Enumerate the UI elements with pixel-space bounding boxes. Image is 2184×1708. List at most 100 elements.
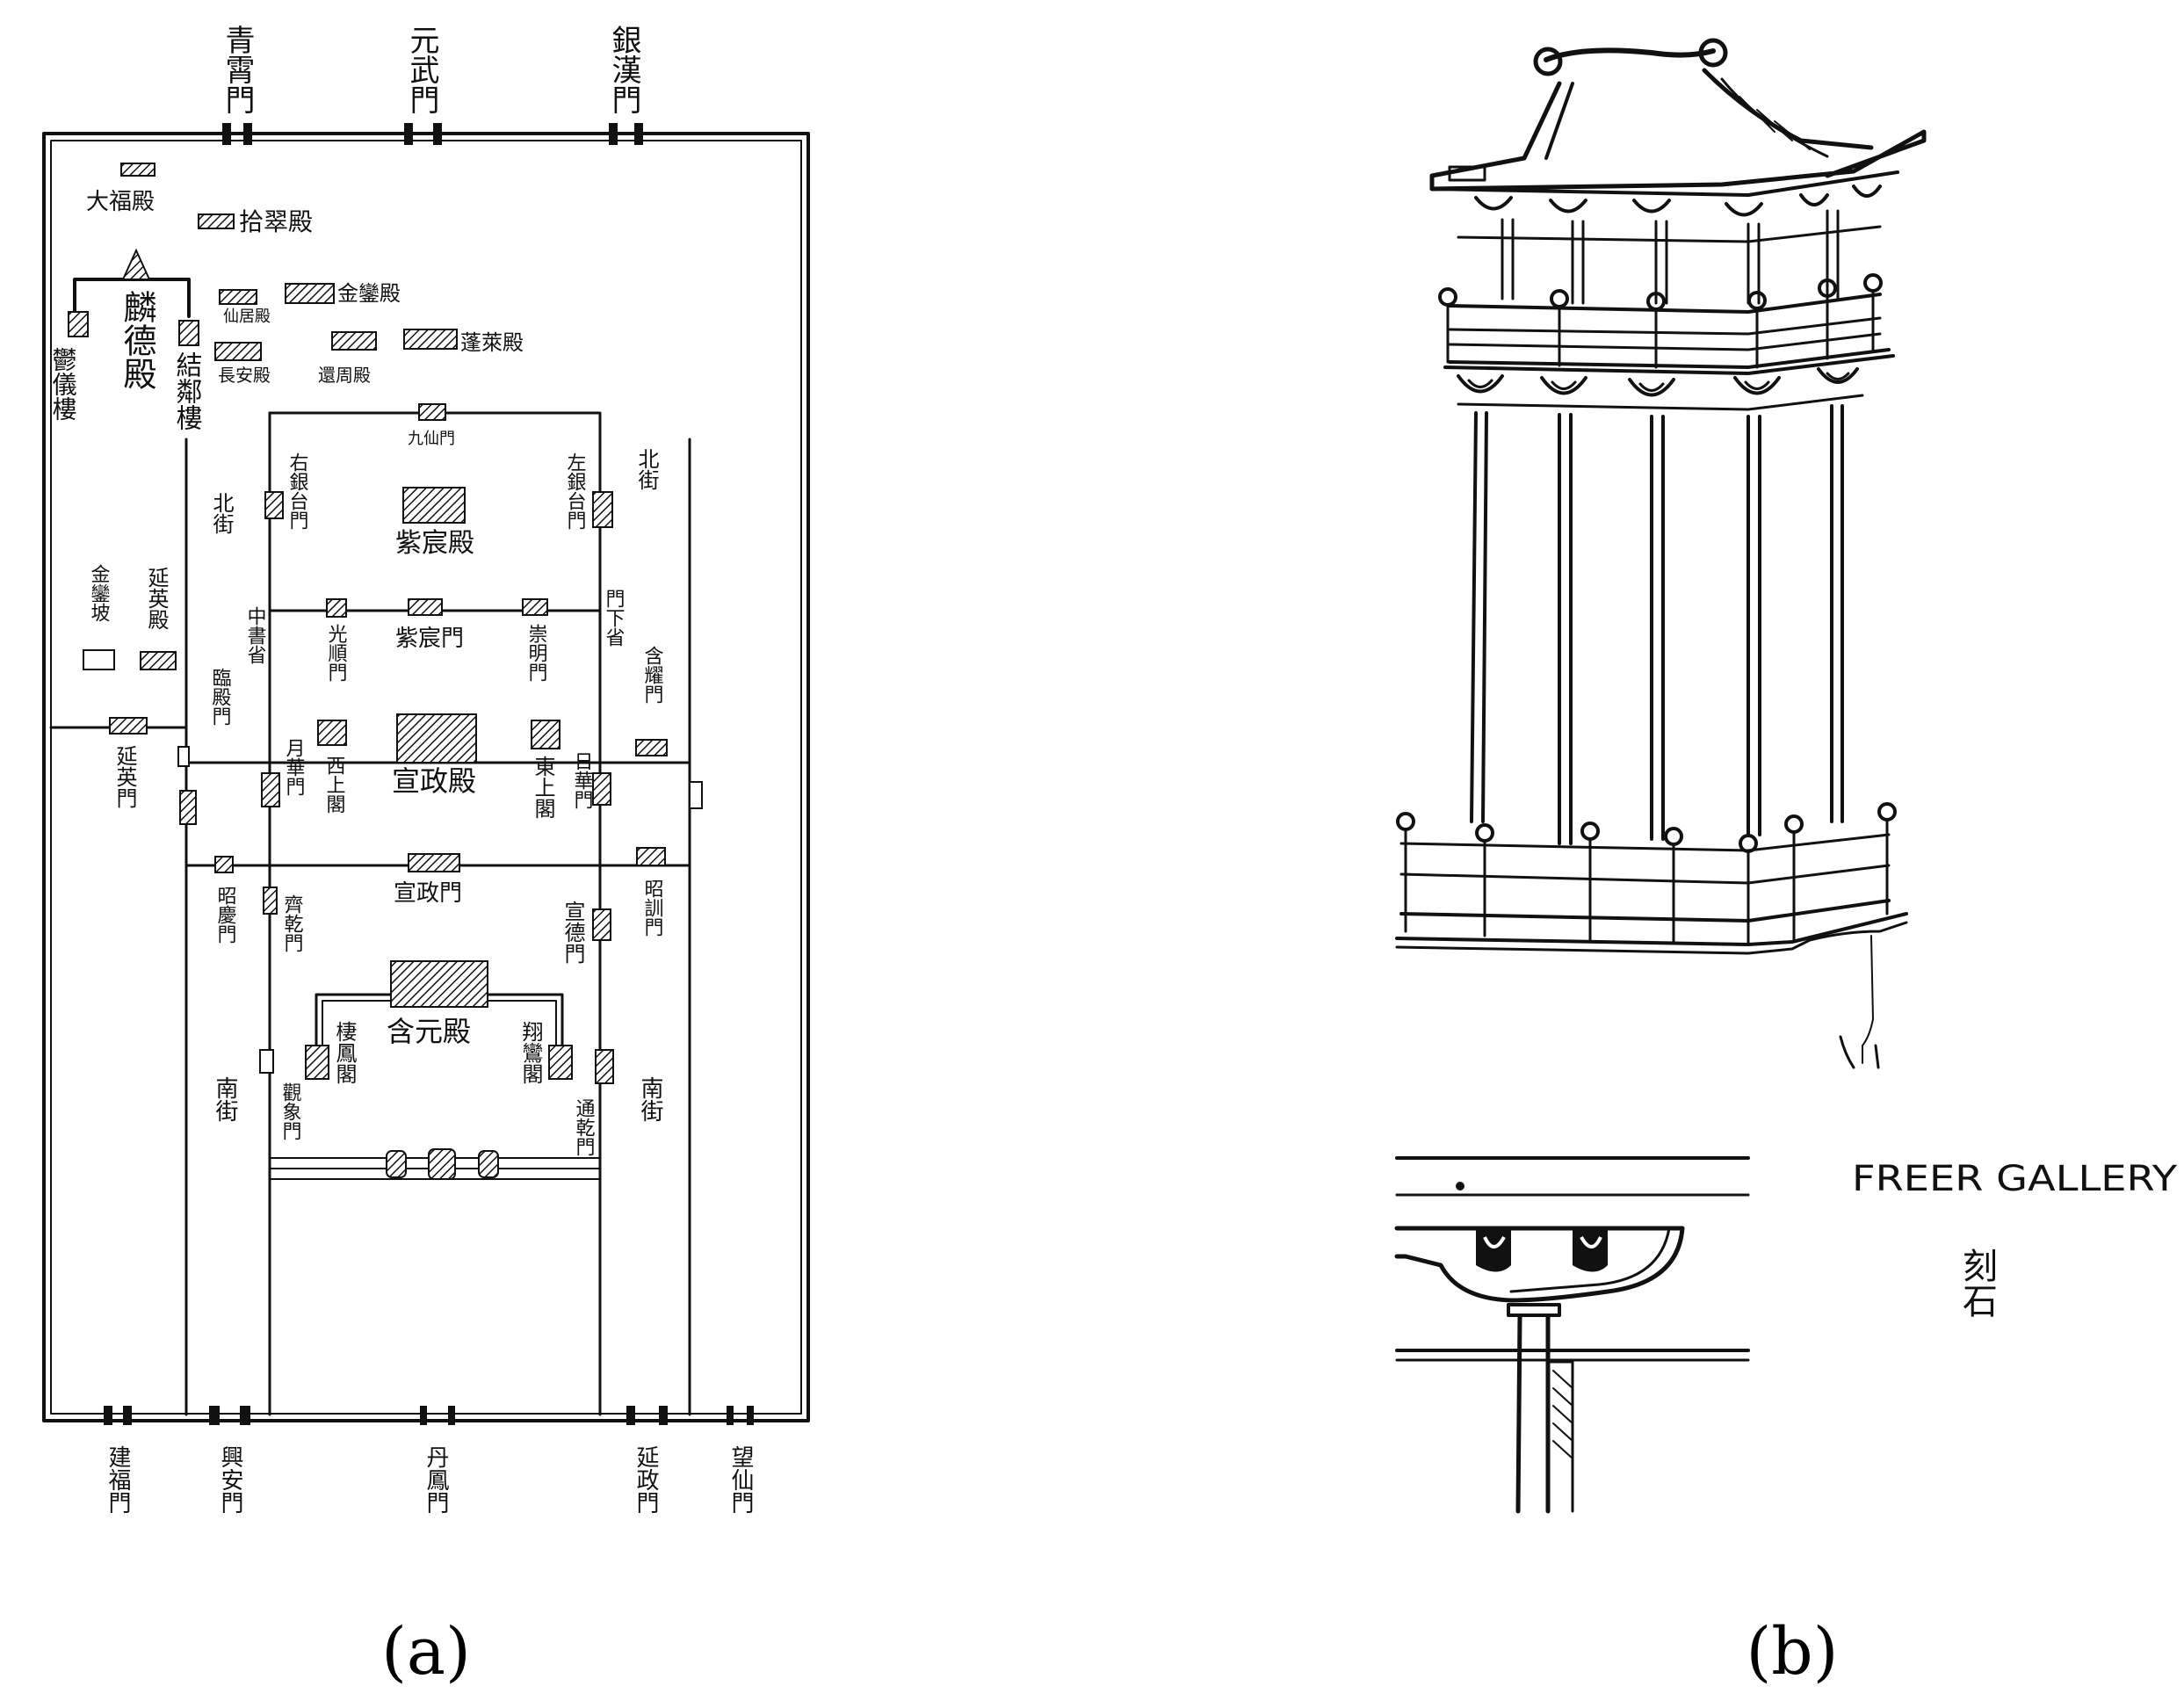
panel-a-plan: 青霄門 元武門 銀漢門 大福殿 拾翠殿 金鑾殿 仙居殿 蓬萊殿 還周殿 長安殿 … xyxy=(42,25,810,1690)
longwei-dao-1 xyxy=(386,1150,407,1178)
label-changan-dian: 長安殿 xyxy=(218,365,271,386)
upper-balustrade xyxy=(1438,273,1895,375)
zhaoqing-block xyxy=(214,856,234,873)
south-gate-markers xyxy=(104,1406,754,1425)
label-xishang-ge: 西上閣 xyxy=(323,756,345,814)
label-you-yintai-men: 右銀台門 xyxy=(286,452,309,530)
longwei-dao-2 xyxy=(428,1148,456,1180)
you-yintai-block xyxy=(264,491,284,519)
dafu-dian-block xyxy=(120,163,155,177)
label-nan-jie-west: 南街 xyxy=(212,1076,238,1122)
label-dafu-dian: 大福殿 xyxy=(86,189,155,215)
detail-inset xyxy=(1394,1156,1750,1514)
label-linde-dian: 麟德殿 xyxy=(118,290,156,390)
xuanzheng-men-block xyxy=(408,853,460,872)
label-rihua-men: 日華門 xyxy=(571,751,593,809)
qiqian-block xyxy=(263,887,278,915)
panel-b-sketch: FREER GALLERY 刻石 (b) xyxy=(1394,38,2178,1690)
label-qingxiao-men: 青霄門 xyxy=(220,25,255,114)
label-bei-jie-west: 北街 xyxy=(209,492,234,534)
dongshang-ge-block xyxy=(531,720,560,749)
yuehua-block xyxy=(261,772,280,807)
label-xiangluan-ge: 翔鸞閣 xyxy=(518,1021,543,1084)
label-zhaoxun-men: 昭訓門 xyxy=(641,879,664,937)
label-xingan-men: 興安門 xyxy=(217,1445,243,1514)
label-linzhu-men: 臨殿門 xyxy=(209,668,232,726)
label-hanyuan-dian: 含元殿 xyxy=(387,1015,471,1048)
buildings xyxy=(68,163,703,1180)
label-tongqian-men: 通乾門 xyxy=(573,1098,596,1156)
yanying-dian-block xyxy=(140,651,177,670)
label-penglai-dian: 蓬萊殿 xyxy=(460,330,524,355)
label-yanzheng-men: 延政門 xyxy=(633,1445,659,1514)
zuo-yintai-block xyxy=(592,491,613,528)
label-xuande-men: 宣德門 xyxy=(560,901,585,964)
label-jianfu-men: 建福門 xyxy=(105,1445,131,1514)
xianju-dian-block xyxy=(219,289,257,305)
label-hanyao-men: 含耀門 xyxy=(641,646,664,704)
label-zichen-dian: 紫宸殿 xyxy=(395,528,474,559)
xuande-block xyxy=(592,908,611,941)
label-chongming-men: 崇明門 xyxy=(525,624,547,682)
linde-dian-block xyxy=(121,248,151,280)
zhaoxun-block xyxy=(636,847,666,866)
label-dongshang-ge: 東上閣 xyxy=(531,756,555,819)
west-gate-small xyxy=(177,746,190,767)
label-wangxian-men: 望仙門 xyxy=(727,1445,754,1514)
label-jielin-lou: 結鄰樓 xyxy=(171,351,203,431)
guanxiang-block xyxy=(259,1049,274,1074)
label-zichen-men: 紫宸門 xyxy=(395,626,464,652)
huanzhou-dian-block xyxy=(331,331,377,351)
label-qiqian-men: 齊乾門 xyxy=(281,894,304,952)
xishang-ge-block xyxy=(317,720,347,746)
label-nan-jie-east: 南街 xyxy=(637,1076,663,1122)
label-yuanwu-men: 元武門 xyxy=(404,25,439,114)
label-jinluan-dian: 金鑾殿 xyxy=(337,281,401,306)
chongming-block xyxy=(522,598,548,616)
label-xuanzheng-men: 宣政門 xyxy=(394,880,462,907)
east-gate-small xyxy=(689,781,703,809)
xiangluan-ge-block xyxy=(548,1045,573,1080)
plan-labels: 青霄門 元武門 銀漢門 大福殿 拾翠殿 金鑾殿 仙居殿 蓬萊殿 還周殿 長安殿 … xyxy=(49,25,755,1514)
upper-brackets xyxy=(1430,170,1899,243)
label-guanxiang-men: 觀象門 xyxy=(279,1082,302,1140)
longwei-dao-3 xyxy=(478,1150,499,1178)
penglai-dian-block xyxy=(403,329,458,350)
label-huanzhou-dian: 還周殿 xyxy=(318,365,371,386)
caption-b: (b) xyxy=(1746,1614,1838,1690)
label-guangshun-men: 光順門 xyxy=(325,624,348,682)
label-qifeng-ge: 棲鳳閣 xyxy=(332,1021,357,1084)
caption-a: (a) xyxy=(381,1614,471,1690)
xuanzheng-dian-block xyxy=(396,713,477,764)
guangshun-block xyxy=(326,598,347,618)
qifeng-ge-block xyxy=(305,1045,329,1080)
jiuxian-men-block xyxy=(418,403,446,421)
west-wall-block xyxy=(179,790,197,825)
yanying-men-block xyxy=(109,717,148,735)
lower-balustrade xyxy=(1395,802,1908,1069)
tall-columns xyxy=(1470,404,1844,845)
lower-brackets xyxy=(1457,367,1864,411)
label-xianju-dian: 仙居殿 xyxy=(223,308,271,326)
label-yinhan-men: 銀漢門 xyxy=(606,25,641,114)
hanyuan-dian-block xyxy=(390,960,488,1008)
upper-columns xyxy=(1501,209,1840,305)
zichen-men-block xyxy=(408,598,443,616)
label-zhongshusheng: 中書省 xyxy=(244,606,267,664)
label-yuehua-men: 月華門 xyxy=(283,738,306,796)
label-yanying-men: 延英門 xyxy=(112,745,137,808)
jinluan-po-block xyxy=(83,649,115,670)
label-shicui-dian: 拾翠殿 xyxy=(239,207,313,236)
shicui-dian-block xyxy=(198,214,235,229)
label-xuanzheng-dian: 宣政殿 xyxy=(392,764,476,798)
label-danfeng-men: 丹鳳門 xyxy=(423,1445,449,1514)
label-yuyi-lou: 鬱儀樓 xyxy=(49,347,78,421)
label-bei-jie-east: 北街 xyxy=(634,448,659,490)
note-freer-gallery: FREER GALLERY xyxy=(1852,1159,2178,1199)
label-zhaoqing-men: 昭慶門 xyxy=(214,886,237,944)
roof xyxy=(1429,38,1927,192)
label-zuo-yintai-men: 左銀台門 xyxy=(564,452,587,530)
label-yanying-dian: 延英殿 xyxy=(144,567,169,630)
